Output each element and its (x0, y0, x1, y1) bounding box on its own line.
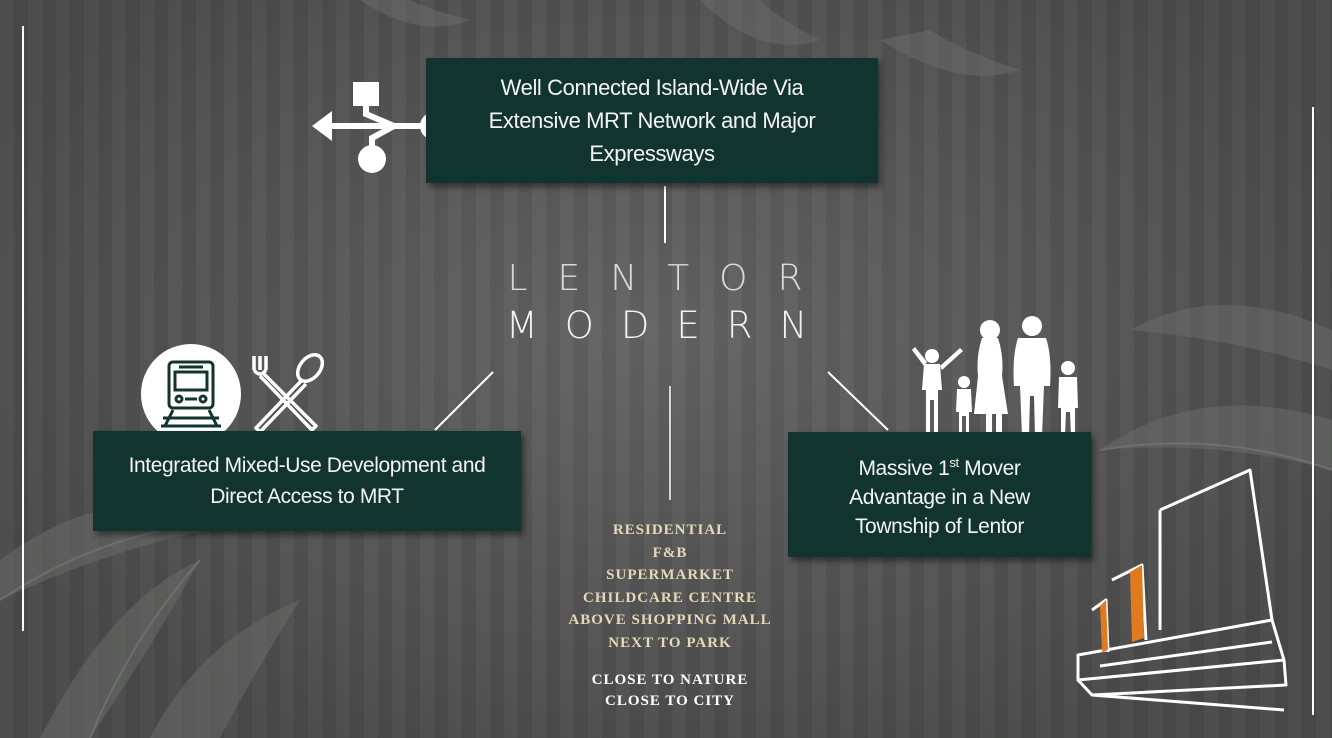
tagline-item: CLOSE TO NATURE (591, 672, 749, 688)
first-mover-line-2: Advantage in a New (849, 486, 1030, 509)
train-icon (141, 344, 241, 444)
connectivity-line-3: Expressways (589, 141, 715, 166)
features-list: RESIDENTIAL F&B SUPERMARKET CHILDCARE CE… (540, 519, 800, 655)
right-frame-line (1312, 107, 1314, 715)
fork-spoon-icon (252, 353, 325, 434)
building-icon (1076, 468, 1288, 712)
feature-item: ABOVE SHOPPING MALL (568, 612, 772, 629)
first-mover-post: Mover (958, 457, 1021, 480)
feature-item: SUPERMARKET (606, 567, 734, 584)
logo-modern: MODERN (505, 304, 835, 347)
feature-item: RESIDENTIAL (612, 522, 728, 538)
connectivity-box: Well Connected Island-Wide Via Extensive… (426, 58, 878, 183)
feature-item: F&B (652, 544, 688, 561)
first-mover-sup: st (949, 455, 959, 470)
first-mover-pre: Massive 1 (858, 457, 950, 480)
feature-item: CHILDCARE CENTRE (583, 589, 757, 606)
logo-lentor: LENTOR (507, 258, 833, 299)
mixed-use-line-2: Direct Access to MRT (210, 485, 404, 508)
family-icon (912, 316, 1078, 436)
tagline-item: CLOSE TO CITY (605, 693, 735, 709)
taglines: CLOSE TO NATURE CLOSE TO CITY (540, 670, 800, 712)
connectivity-line-2: Extensive MRT Network and Major (488, 108, 816, 133)
left-frame-line (22, 26, 24, 631)
mixed-use-box: Integrated Mixed-Use Development and Dir… (93, 431, 521, 531)
feature-item: NEXT TO PARK (608, 634, 732, 651)
first-mover-line-3: Township of Lentor (854, 515, 1025, 538)
mixed-use-line-1: Integrated Mixed-Use Development and (128, 454, 486, 477)
connectivity-line-1: Well Connected Island-Wide Via (500, 75, 804, 100)
first-mover-line-1: Massive 1st Mover (849, 448, 1030, 483)
first-mover-box: Massive 1st Mover Advantage in a New Tow… (788, 432, 1091, 557)
